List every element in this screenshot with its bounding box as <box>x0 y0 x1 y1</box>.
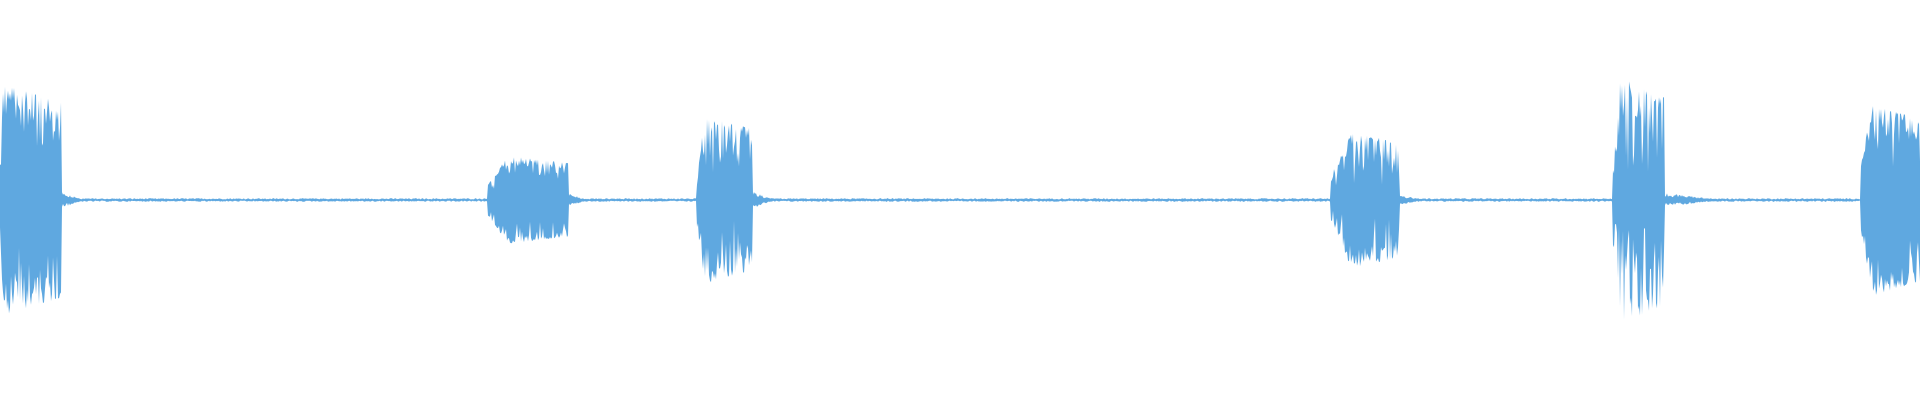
waveform-envelope <box>0 81 1920 320</box>
